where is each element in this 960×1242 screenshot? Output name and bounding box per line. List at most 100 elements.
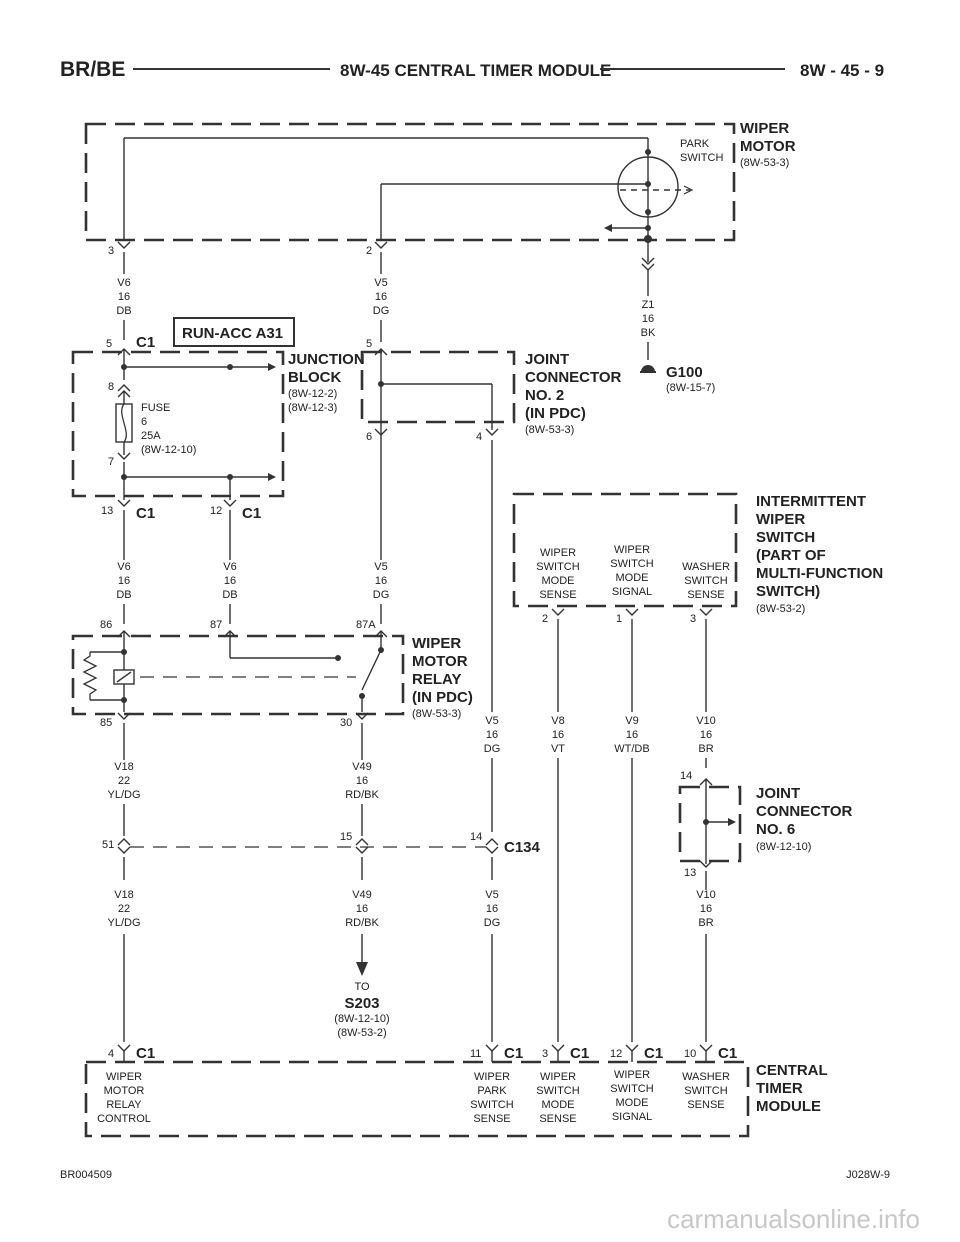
ground-icon [641,365,655,372]
svg-text:85: 85 [100,717,112,729]
svg-text:(8W-53-2): (8W-53-2) [756,603,805,615]
svg-text:16: 16 [626,729,638,741]
svg-text:V5: V5 [485,889,498,901]
svg-text:RD/BK: RD/BK [345,789,379,801]
svg-text:11: 11 [470,1048,481,1060]
page-footer: BR004509 J028W-9 carmanualsonline.info [60,1169,920,1234]
svg-text:RELAY: RELAY [106,1099,142,1111]
svg-text:SWITCH: SWITCH [610,1083,653,1095]
header-right: 8W - 45 - 9 [800,61,884,80]
svg-text:25A: 25A [141,430,161,442]
wire-z1: Z1 16 BK [641,299,656,339]
svg-text:SENSE: SENSE [539,1113,576,1125]
svg-text:SWITCH: SWITCH [536,561,579,573]
svg-text:(8W-53-3): (8W-53-3) [525,424,574,436]
svg-text:Z1: Z1 [642,299,655,311]
svg-text:DG: DG [373,589,390,601]
svg-text:(8W-12-10): (8W-12-10) [141,444,196,456]
wire-v49-a: V49 16 RD/BK [345,761,379,801]
svg-text:16: 16 [552,729,564,741]
svg-text:16: 16 [700,729,712,741]
svg-text:BR: BR [698,743,713,755]
svg-text:3: 3 [690,613,696,625]
svg-text:V6: V6 [223,561,236,573]
svg-text:87: 87 [210,619,222,631]
page-header: BR/BE 8W-45 CENTRAL TIMER MODULE 8W - 45… [60,58,884,81]
wire-v5-b: V5 16 DG [484,889,501,929]
svg-text:G100: G100 [666,364,703,381]
connector-c134: 51 15 14 C134 [102,831,541,856]
svg-text:V18: V18 [114,761,134,773]
arrow-down-icon [356,962,368,976]
svg-text:16: 16 [486,729,498,741]
svg-text:4: 4 [476,431,482,443]
svg-text:DG: DG [484,917,501,929]
svg-text:WT/DB: WT/DB [614,743,649,755]
svg-text:SWITCH): SWITCH) [756,583,820,600]
svg-text:6: 6 [141,416,147,428]
svg-text:WIPER: WIPER [106,1071,142,1083]
svg-text:16: 16 [356,775,368,787]
ground-g100: G100 (8W-15-7) [640,364,715,394]
svg-text:WIPER: WIPER [740,120,789,137]
wire-v18-a: V18 22 YL/DG [107,761,140,801]
wire-v18-b: V18 22 YL/DG [107,889,140,929]
svg-text:3: 3 [542,1048,548,1060]
wire-v10-a: V10 16 BR [696,715,716,755]
svg-text:V9: V9 [625,715,638,727]
svg-text:JOINT: JOINT [756,785,800,802]
svg-text:30: 30 [340,717,352,729]
svg-text:YL/DG: YL/DG [107,789,140,801]
svg-text:2: 2 [366,245,372,257]
svg-text:16: 16 [642,313,654,325]
wire-v8: V8 16 VT [551,715,565,755]
svg-text:15: 15 [340,831,352,843]
svg-text:V8: V8 [551,715,564,727]
intermittent-wiper-switch: INTERMITTENT WIPER SWITCH (PART OF MULTI… [512,492,883,615]
wire-v5-mid: V5 16 DG [373,561,390,601]
wire-v6-top: V6 16 DB [116,277,131,317]
svg-text:MOTOR: MOTOR [412,653,468,670]
svg-text:16: 16 [356,903,368,915]
svg-text:(8W-53-3): (8W-53-3) [412,708,461,720]
svg-text:SENSE: SENSE [539,589,576,601]
svg-text:BK: BK [641,327,656,339]
svg-text:PARK: PARK [680,138,710,150]
run-acc-label: RUN-ACC A31 [173,317,295,347]
svg-text:CONNECTOR: CONNECTOR [756,803,853,820]
svg-text:CONNECTOR: CONNECTOR [525,369,622,386]
svg-text:3: 3 [108,245,114,257]
svg-text:WASHER: WASHER [682,561,730,573]
svg-text:SWITCH: SWITCH [756,529,815,546]
svg-text:2: 2 [542,613,548,625]
svg-text:C1: C1 [504,1045,523,1062]
svg-text:16: 16 [375,291,387,303]
svg-text:BLOCK: BLOCK [288,369,341,386]
wire-v5-top: V5 16 DG [373,277,390,317]
svg-text:WIPER: WIPER [540,1071,576,1083]
svg-text:V5: V5 [485,715,498,727]
svg-text:4: 4 [108,1048,114,1060]
wire-v6-b: V6 16 DB [222,561,237,601]
svg-text:5: 5 [366,338,372,350]
svg-text:(8W-15-7): (8W-15-7) [666,382,715,394]
resistor-icon [82,652,98,700]
svg-text:22: 22 [118,903,130,915]
svg-text:V10: V10 [696,889,716,901]
wire-v6-a: V6 16 DB [116,561,131,601]
svg-text:V5: V5 [374,277,387,289]
svg-text:MODE: MODE [542,1099,575,1111]
svg-text:RELAY: RELAY [412,671,461,688]
wire-v49-b: V49 16 RD/BK [345,889,379,929]
svg-text:13: 13 [684,867,696,879]
svg-text:(IN PDC): (IN PDC) [525,405,586,422]
svg-text:S203: S203 [344,995,379,1012]
svg-text:SWITCH: SWITCH [536,1085,579,1097]
svg-text:WIPER: WIPER [412,635,461,652]
svg-text:16: 16 [118,291,130,303]
svg-text:MODE: MODE [542,575,575,587]
svg-text:V49: V49 [352,889,372,901]
svg-text:51: 51 [102,839,114,851]
svg-text:DG: DG [373,305,390,317]
